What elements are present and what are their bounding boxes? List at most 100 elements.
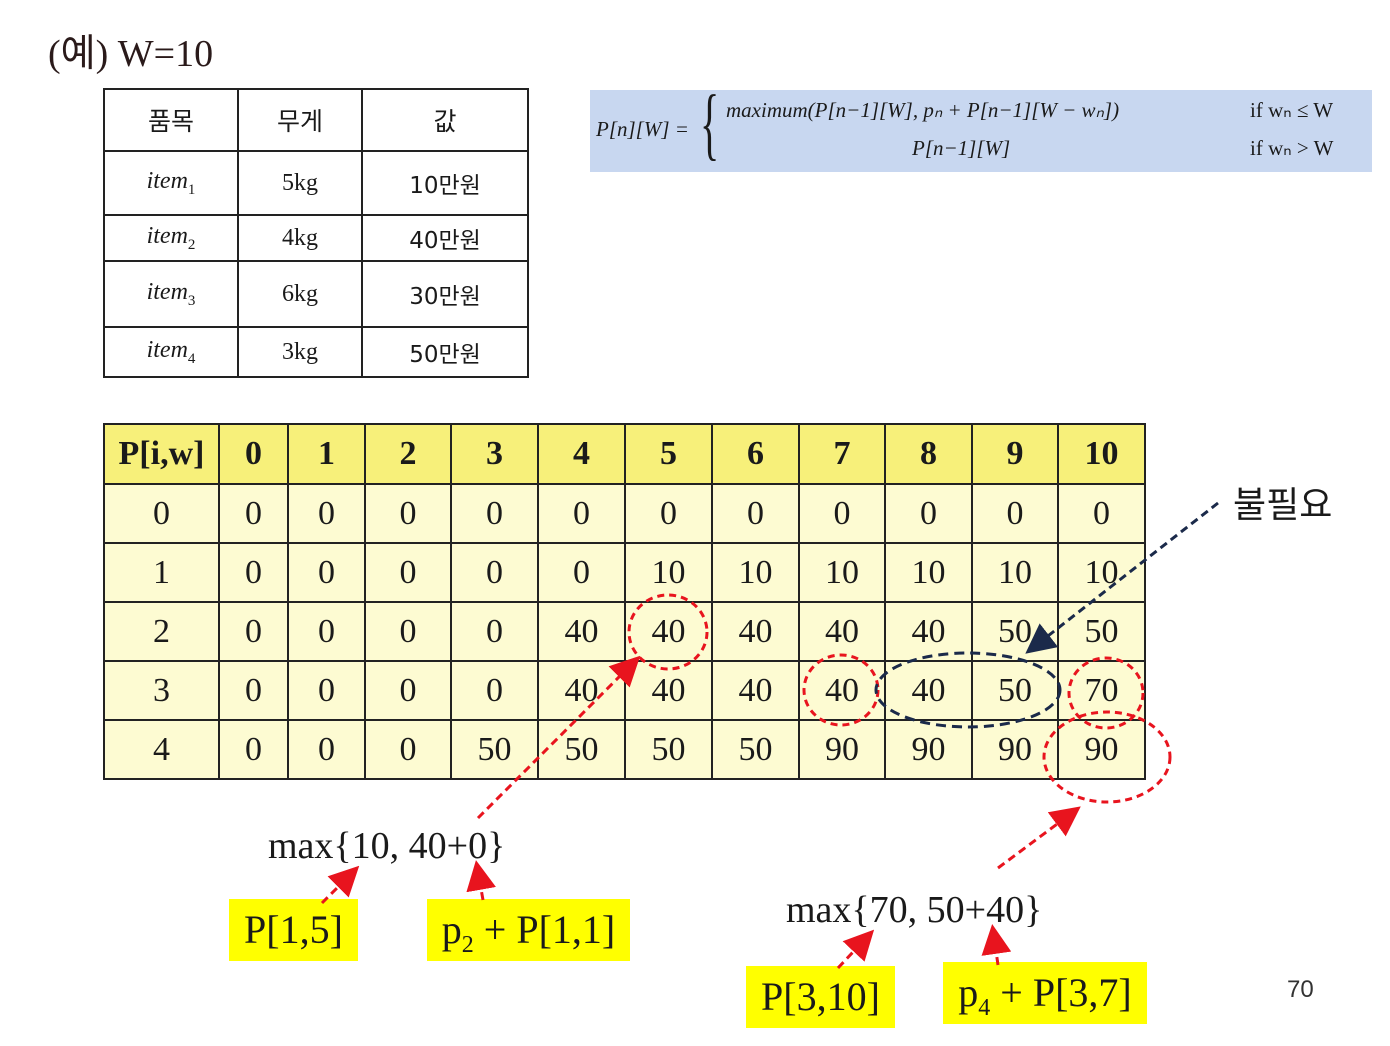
item-value: 10만원 [361, 150, 529, 216]
dp-cell: 0 [364, 719, 452, 780]
item-name: item1 [103, 150, 239, 216]
table-row: item4 3kg 50만원 [103, 326, 529, 378]
dp-cell: 0 [287, 542, 366, 603]
formula-case-1: maximum(P[n−1][W], pₙ + P[n−1][W − wₙ]) [726, 98, 1120, 122]
item-value: 30만원 [361, 260, 529, 328]
dp-cell: 0 [450, 483, 539, 544]
dp-cell: 40 [537, 601, 626, 662]
table-row: item1 5kg 10만원 [103, 150, 529, 216]
header-value: 값 [361, 88, 529, 152]
dp-header-weight-1: 1 [287, 423, 366, 485]
dp-cell: 0 [624, 483, 713, 544]
dp-cell: 90 [884, 719, 973, 780]
arrow-p15-to-max1 [320, 865, 360, 905]
circle-p-3-10 [1067, 656, 1145, 730]
dp-header-weight-10: 10 [1057, 423, 1146, 485]
unneeded-label: 불필요 [1233, 485, 1333, 526]
item-value: 40만원 [361, 214, 529, 262]
dp-cell: 40 [798, 601, 886, 662]
dp-row-index: 1 [103, 542, 220, 603]
dp-header-corner: P[i,w] [103, 423, 220, 485]
dp-cell: 0 [971, 483, 1059, 544]
dp-cell: 0 [537, 483, 626, 544]
label-p-1-5: P[1,5] [229, 899, 358, 961]
dp-row-index: 4 [103, 719, 220, 780]
dp-cell: 50 [1057, 601, 1146, 662]
item-weight: 3kg [237, 326, 363, 378]
header-item: 품목 [103, 88, 239, 152]
dp-cell: 0 [450, 601, 539, 662]
dp-header-weight-4: 4 [537, 423, 626, 485]
dp-cell: 90 [971, 719, 1059, 780]
oval-unneeded-cells [874, 651, 1062, 729]
dp-cell: 50 [624, 719, 713, 780]
dp-cell: 0 [287, 601, 366, 662]
item-weight: 4kg [237, 214, 363, 262]
arrow-p2-to-max1 [466, 860, 496, 901]
circle-p-3-7 [802, 653, 880, 727]
dp-cell: 0 [218, 483, 289, 544]
dp-header-weight-7: 7 [798, 423, 886, 485]
item-name: item4 [103, 326, 239, 378]
dp-cell: 10 [711, 542, 800, 603]
arrow-unneeded [1025, 501, 1219, 654]
dp-header-weight-8: 8 [884, 423, 973, 485]
dp-cell: 0 [218, 660, 289, 721]
dp-cell: 0 [450, 542, 539, 603]
dp-cell: 40 [624, 601, 713, 662]
recurrence-formula: P[n][W] = { maximum(P[n−1][W], pₙ + P[n−… [590, 84, 1372, 172]
dp-cell: 90 [798, 719, 886, 780]
dp-cell: 0 [218, 542, 289, 603]
dp-cell: 40 [711, 601, 800, 662]
table-row: item3 6kg 30만원 [103, 260, 529, 328]
dp-cell: 0 [364, 601, 452, 662]
max-expression-1: max{10, 40+0} [268, 825, 506, 867]
dp-cell: 0 [537, 542, 626, 603]
formula-condition-1: if wₙ ≤ W [1250, 98, 1334, 122]
dp-cell: 0 [798, 483, 886, 544]
dp-cell: 10 [971, 542, 1059, 603]
arrow-max1-to-40 [476, 655, 641, 820]
max-expression-2: max{70, 50+40} [786, 889, 1043, 931]
dp-header-weight-2: 2 [364, 423, 452, 485]
header-weight: 무게 [237, 88, 363, 152]
dp-cell: 40 [884, 660, 973, 721]
page-number: 70 [1287, 976, 1314, 1003]
dp-header-weight-9: 9 [971, 423, 1059, 485]
dp-cell: 50 [537, 719, 626, 780]
dp-header-weight-0: 0 [218, 423, 289, 485]
arrow-p4-to-max2 [981, 924, 1012, 966]
dp-row-index: 0 [103, 483, 220, 544]
dp-cell: 40 [711, 660, 800, 721]
dp-header-weight-5: 5 [624, 423, 713, 485]
dp-cell: 70 [1057, 660, 1146, 721]
dp-cell: 40 [624, 660, 713, 721]
label-p4-plus-p-3-7: p4 + P[3,7] [943, 962, 1147, 1024]
item-table: 품목 무게 값 item1 5kg 10만원 item2 4kg 40만원 it… [103, 88, 529, 378]
formula-brace: { [700, 80, 720, 168]
dp-cell: 0 [287, 719, 366, 780]
item-value: 50만원 [361, 326, 529, 378]
dp-cell: 0 [218, 719, 289, 780]
dp-cell: 0 [364, 483, 452, 544]
item-name: item3 [103, 260, 239, 328]
circle-p-2-5 [627, 593, 709, 671]
label-p-3-10: P[3,10] [746, 966, 895, 1028]
item-table-header: 품목 무게 값 [103, 88, 529, 152]
arrow-p310-to-max2 [836, 929, 875, 970]
dp-header-weight-3: 3 [450, 423, 539, 485]
item-name: item2 [103, 214, 239, 262]
table-row: item2 4kg 40만원 [103, 214, 529, 262]
dp-cell: 50 [971, 660, 1059, 721]
dp-cell: 0 [711, 483, 800, 544]
formula-case-2: P[n−1][W] [912, 136, 1011, 160]
dp-cell: 10 [884, 542, 973, 603]
